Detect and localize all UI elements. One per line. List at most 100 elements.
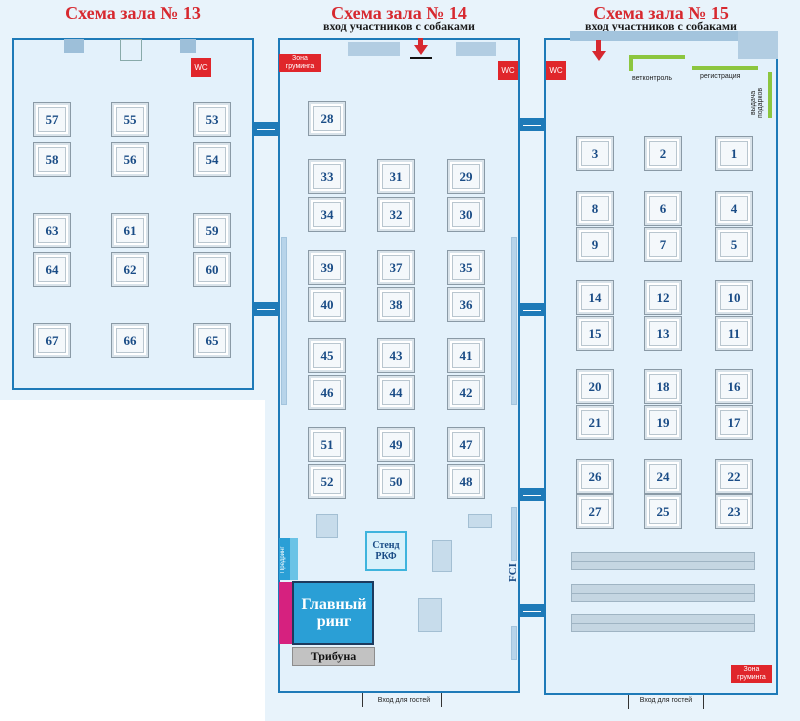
door-14-15-3 xyxy=(520,488,544,501)
ring-box: 53 xyxy=(193,102,231,137)
ring-number: 59 xyxy=(198,218,226,243)
ring-number: 32 xyxy=(382,202,410,227)
hall-15-wc: WC xyxy=(546,61,566,80)
ring-number: 29 xyxy=(452,164,480,189)
ring-box: 58 xyxy=(33,142,71,177)
ring-box: 29 xyxy=(447,159,485,194)
ring-number: 15 xyxy=(581,321,609,346)
hall-15-title: Схема зала № 15 xyxy=(593,3,729,23)
hall-14-title: Схема зала № 14 xyxy=(331,3,467,23)
ring-box: 11 xyxy=(715,316,753,351)
hall-15-guest-entrance: Вход для гостей xyxy=(639,697,693,704)
ring-number: 45 xyxy=(313,343,341,368)
ring-number: 17 xyxy=(720,410,748,435)
ring-box: 50 xyxy=(377,464,415,499)
door-13-14-bottom xyxy=(254,302,278,316)
main-ring-label: Главный ринг xyxy=(301,596,367,630)
hall-15-entrance-structure xyxy=(570,31,750,41)
hall-14-grooming-zone: Зона груминга xyxy=(279,54,321,72)
ring-box: 45 xyxy=(308,338,346,373)
ring-box: 31 xyxy=(377,159,415,194)
ring-number: 67 xyxy=(38,328,66,353)
ring-box: 5 xyxy=(715,227,753,262)
hall-15-guest-entrance-marker xyxy=(628,695,704,709)
vet-control-bar-vertical xyxy=(629,55,633,71)
ring-box: 4 xyxy=(715,191,753,226)
ring-box: 60 xyxy=(193,252,231,287)
ring-box: 38 xyxy=(377,287,415,322)
ring-box: 43 xyxy=(377,338,415,373)
hall-15-grooming-zone: Зона груминга xyxy=(731,665,772,683)
ring-box: 6 xyxy=(644,191,682,226)
ring-box: 65 xyxy=(193,323,231,358)
hall-13-door-icon xyxy=(64,39,84,53)
ring-box: 32 xyxy=(377,197,415,232)
ring-number: 47 xyxy=(452,432,480,457)
ring-number: 9 xyxy=(581,232,609,257)
ring-number: 41 xyxy=(452,343,480,368)
ring-number: 51 xyxy=(313,432,341,457)
hall-13-stair-icon xyxy=(180,39,196,53)
ring-box: 19 xyxy=(644,405,682,440)
ring-number: 58 xyxy=(38,147,66,172)
ring-box: 44 xyxy=(377,375,415,410)
ring-box: 7 xyxy=(644,227,682,262)
hall-14-stand-b xyxy=(468,514,492,528)
ring-box: 10 xyxy=(715,280,753,315)
hall-14-entrance-arrow-stem xyxy=(418,38,423,46)
pre-ring-area xyxy=(279,538,290,580)
ring-box: 2 xyxy=(644,136,682,171)
ring-box: 39 xyxy=(308,250,346,285)
ring-box: 3 xyxy=(576,136,614,171)
ring-number: 40 xyxy=(313,292,341,317)
ring-number: 61 xyxy=(116,218,144,243)
tribune: Трибуна xyxy=(292,647,375,666)
hall-14-wc: WC xyxy=(498,61,518,80)
ring-number: 38 xyxy=(382,292,410,317)
ring-box: 57 xyxy=(33,102,71,137)
ring-number: 56 xyxy=(116,147,144,172)
ring-box: 35 xyxy=(447,250,485,285)
hall-14-entrance-label: вход участников с собаками xyxy=(323,19,475,33)
ring-number: 66 xyxy=(116,328,144,353)
hall-14-guest-entrance: Вход для гостей xyxy=(377,697,431,704)
ring-box: 42 xyxy=(447,375,485,410)
ring-number: 43 xyxy=(382,343,410,368)
hall-14-right-wall-bench xyxy=(511,237,517,405)
ring-box: 18 xyxy=(644,369,682,404)
ring-number: 65 xyxy=(198,328,226,353)
door-14-15-1 xyxy=(520,118,544,131)
hall-14-stand-a xyxy=(316,514,338,538)
ring-number: 26 xyxy=(581,464,609,489)
hall-14-stand-c xyxy=(432,540,452,572)
hall-14-cloakroom-icon xyxy=(456,42,496,56)
ring-number: 60 xyxy=(198,257,226,282)
main-ring-magenta-strip xyxy=(279,582,292,644)
ring-number: 22 xyxy=(720,464,748,489)
hall-15-entrance-arrow-stem xyxy=(596,40,601,52)
hall-14-right-wall-bench-3 xyxy=(511,626,517,660)
ring-number: 53 xyxy=(198,107,226,132)
ring-box: 21 xyxy=(576,405,614,440)
ring-box: 22 xyxy=(715,459,753,494)
ring-box: 9 xyxy=(576,227,614,262)
ring-number: 42 xyxy=(452,380,480,405)
main-ring xyxy=(292,581,374,645)
ring-box: 63 xyxy=(33,213,71,248)
ring-number: 7 xyxy=(649,232,677,257)
gifts-label: выдача подарков xyxy=(750,87,764,119)
ring-number: 11 xyxy=(720,321,748,346)
ring-number: 16 xyxy=(720,374,748,399)
ring-box: 48 xyxy=(447,464,485,499)
hall-15-entrance-label: вход участников с собаками xyxy=(585,19,737,33)
ring-number: 33 xyxy=(313,164,341,189)
ring-box: 16 xyxy=(715,369,753,404)
ring-box: 1 xyxy=(715,136,753,171)
ring-box: 46 xyxy=(308,375,346,410)
ring-box: 56 xyxy=(111,142,149,177)
door-13-14-top xyxy=(254,122,278,136)
ring-box: 62 xyxy=(111,252,149,287)
ring-number: 50 xyxy=(382,469,410,494)
ring-box: 25 xyxy=(644,494,682,529)
ring-box: 17 xyxy=(715,405,753,440)
